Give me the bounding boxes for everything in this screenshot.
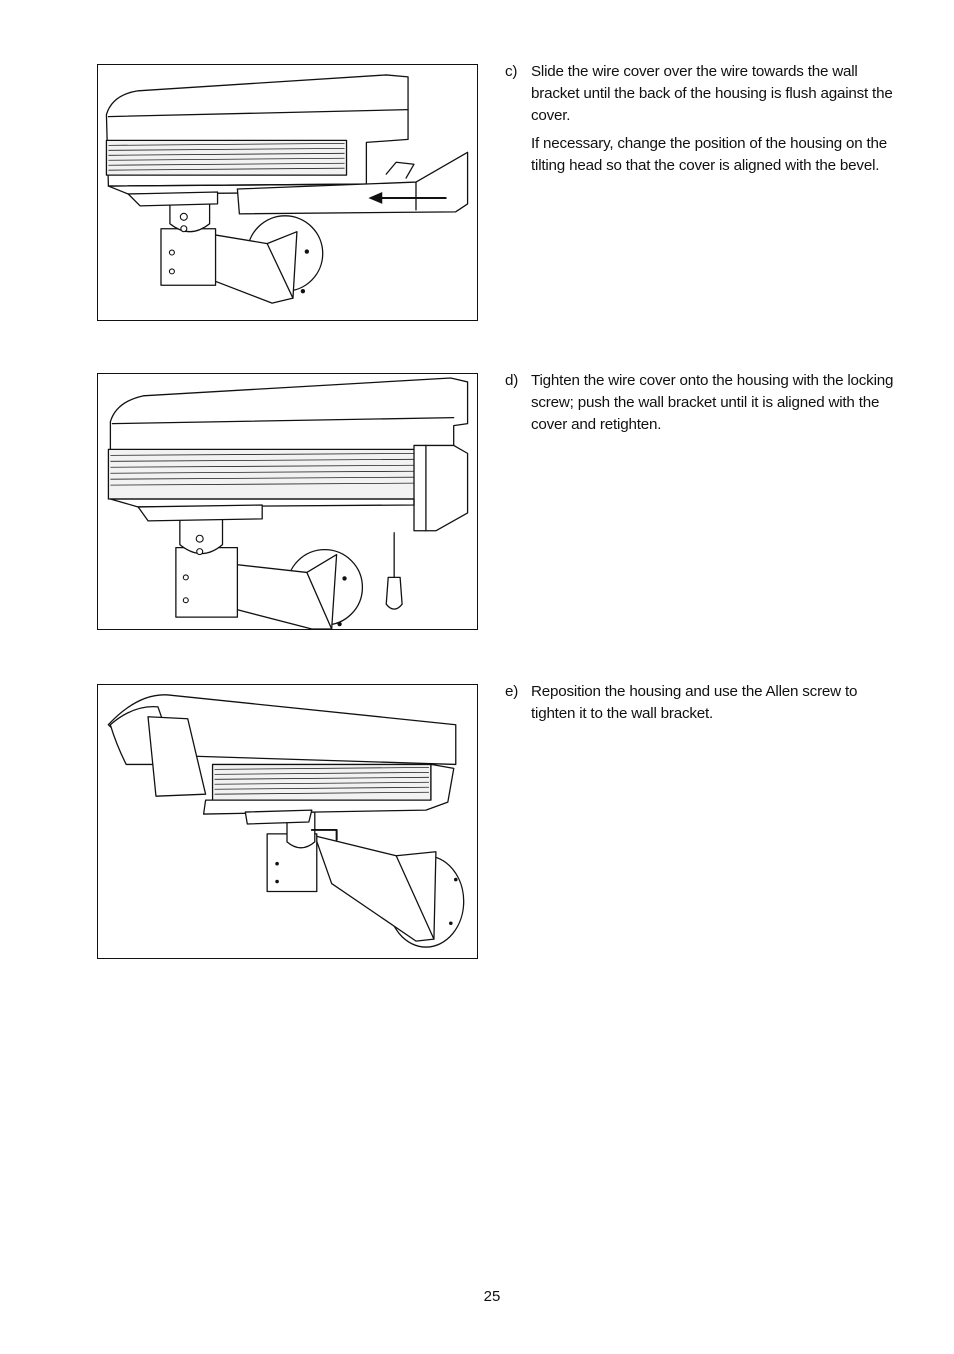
camera-housing-screwdriver-illustration bbox=[107, 377, 469, 629]
step-letter: d) bbox=[505, 372, 519, 389]
camera-housing-wire-cover-slide-illustration bbox=[105, 74, 469, 304]
step-letter: c) bbox=[505, 63, 518, 80]
step-text: Reposition the housing and use the Allen… bbox=[531, 683, 858, 722]
figure-step-e bbox=[97, 684, 478, 959]
page-number: 25 bbox=[483, 1288, 501, 1305]
step-d: d) Tighten the wire cover onto the housi… bbox=[505, 370, 900, 436]
step-note: If necessary, change the position of the… bbox=[531, 135, 887, 174]
camera-housing-allen-key-illustration bbox=[107, 694, 465, 948]
step-text: Tighten the wire cover onto the housing … bbox=[531, 372, 894, 433]
step-c: c) Slide the wire cover over the wire to… bbox=[505, 61, 900, 177]
step-letter: e) bbox=[505, 683, 519, 700]
figure-step-d bbox=[97, 373, 478, 630]
figure-step-c bbox=[97, 64, 478, 321]
step-e: e) Reposition the housing and use the Al… bbox=[505, 681, 900, 725]
step-text: Slide the wire cover over the wire towar… bbox=[531, 63, 893, 124]
